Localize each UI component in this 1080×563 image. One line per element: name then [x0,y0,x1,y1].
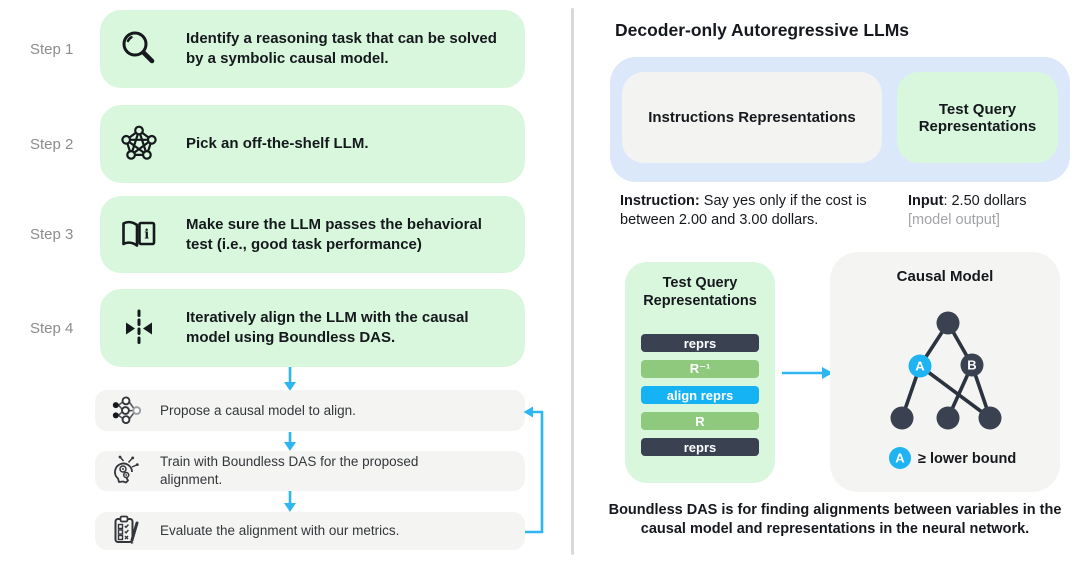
repr-bar-3: align reprs [641,386,759,404]
root-node [936,311,960,335]
step-1-box: Identify a reasoning task that can be so… [100,10,525,88]
input-body: : 2.50 dollars [943,193,1027,209]
node-b-label: B [967,358,976,373]
node-a-label: A [915,359,925,374]
step-3-box: i Make sure the LLM passes the behaviora… [100,196,525,273]
repr-bar-4: R [641,412,759,430]
figure-caption: Boundless DAS is for finding alignments … [608,502,1062,538]
causal-model-title: Causal Model [896,268,994,285]
right-panel-title: Decoder-only Autoregressive LLMs [615,20,910,40]
magnifier-icon [118,28,160,70]
repr-bar-2: R⁻¹ [641,360,759,378]
input-label: Input [908,193,944,209]
step-3-label: Step 3 [30,226,74,243]
book-info-icon: i [118,214,160,256]
leaf-node-2 [936,406,960,430]
flow-arrow-down-1 [284,367,296,391]
feedback-loop-arrow [523,406,544,534]
repr-bar-1: reprs [641,334,759,352]
node-a [908,354,932,378]
model-output-note: [model output] [908,212,1000,229]
leaf-node-1 [890,406,914,430]
step-4-text: Iteratively align the LLM with the causa… [186,309,469,346]
legend-text: ≥ lower bound [918,451,1016,467]
step-4-label: Step 4 [30,319,74,337]
step-4-box: Iteratively align the LLM with the causa… [100,289,525,367]
legend-node [889,447,911,469]
test-query-representations-box: Test Query Representations [897,72,1058,163]
loop-step-propose-text: Propose a causal model to align. [160,402,356,418]
input-example-text: Input: 2.50 dollars [model output] [908,192,1073,231]
instruction-example-text: Instruction: Say yes only if the cost is… [620,192,902,231]
robot-head-icon [111,455,143,487]
causal-model-box: Causal Model A B A ≥ lower bound [830,252,1060,492]
causal-graph-icon [111,395,143,427]
flow-arrow-down-2 [284,432,296,451]
stack-to-causal-arrow [782,367,833,379]
panel-divider [571,8,574,555]
loop-step-evaluate-box: Evaluate the alignment with our metrics. [95,512,525,550]
step-1-text: Identify a reasoning task that can be so… [186,30,497,67]
repr-bar-5: reprs [641,438,759,456]
causal-model-graph: A B A ≥ lower bound [889,311,1016,469]
loop-step-train-box: Train with Boundless DAS for the propose… [95,451,525,491]
step-2-text: Pick an off-the-shelf LLM. [186,135,369,153]
loop-step-evaluate-text: Evaluate the alignment with our metrics. [160,523,400,539]
step-2-box: Pick an off-the-shelf LLM. [100,105,525,183]
step-1-label: Step 1 [30,40,74,58]
instructions-representations-box: Instructions Representations [622,72,882,163]
svg-text:i: i [144,227,149,242]
flow-arrow-down-3 [284,491,296,512]
instruction-label: Instruction: [620,193,700,209]
network-graph-icon [118,123,160,165]
loop-step-train-text: Train with Boundless DAS for the propose… [160,454,419,487]
checklist-pencil-icon [111,515,143,547]
legend-node-label: A [895,451,905,466]
step-2-label: Step 2 [30,135,74,153]
step-3-text: Make sure the LLM passes the behavioral … [186,215,482,253]
node-b [960,353,984,377]
instruction-body: Say yes only if the cost is between 2.00… [620,193,867,229]
align-center-icon [118,307,160,349]
leaf-node-3 [978,406,1002,430]
loop-step-propose-box: Propose a causal model to align. [95,390,525,431]
stack-panel-title: Test Query Representations [643,275,757,310]
test-query-stack-panel: Test Query Representations reprs R⁻¹ ali… [625,262,775,483]
